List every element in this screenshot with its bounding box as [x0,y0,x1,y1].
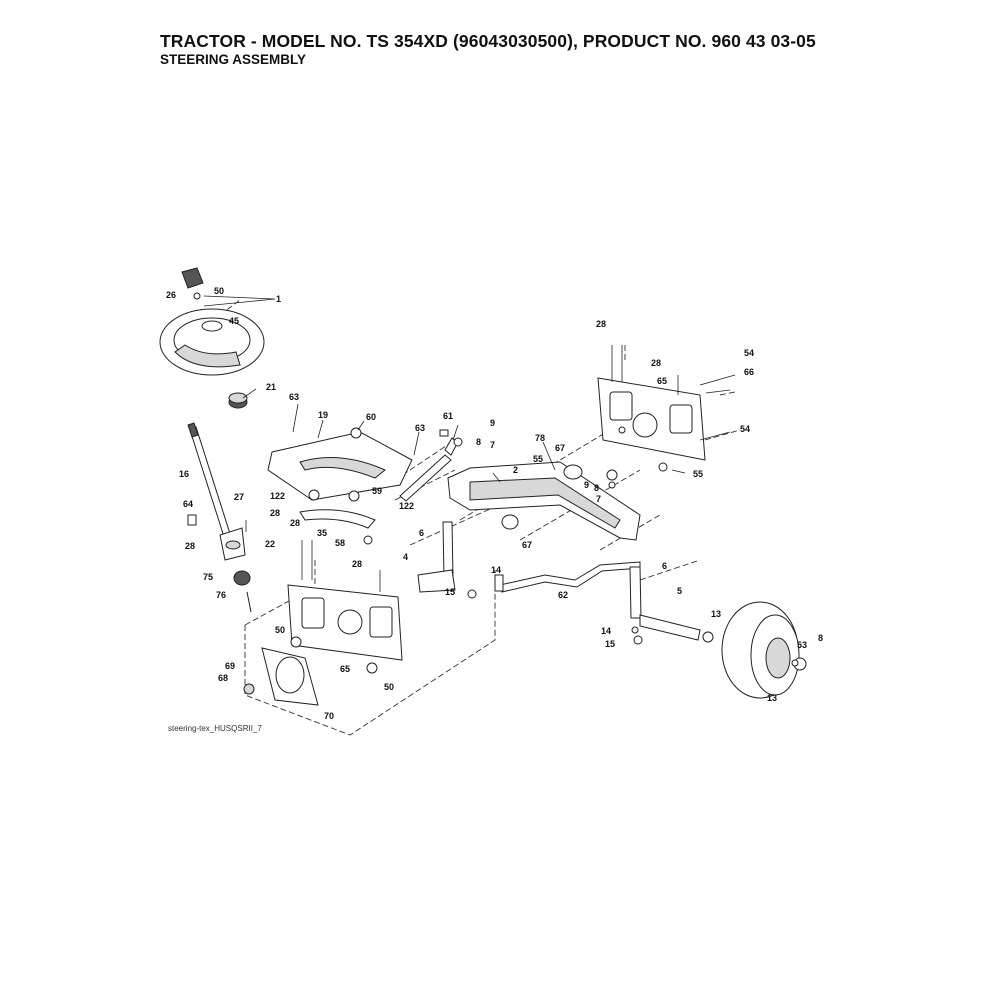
callout-122a: 122 [270,491,285,501]
callout-15b: 15 [605,639,615,649]
spindle-left [417,521,456,593]
steering-plate [267,431,413,529]
callout-14b: 14 [601,626,611,636]
callout-28d: 28 [352,559,362,569]
fasteners [187,345,799,674]
callout-28f: 28 [651,358,661,368]
callout-50b: 50 [275,625,285,635]
mounting-plate [243,647,319,706]
front-axle [447,461,641,541]
steering-wheel-cap [181,267,204,300]
callout-68: 68 [218,673,228,683]
callout-labels: 26 50 1 45 21 63 19 60 63 16 64 27 28 28… [166,286,823,721]
page-subtitle: STEERING ASSEMBLY [160,52,307,67]
callout-9: 9 [490,418,495,428]
callout-61: 61 [443,411,453,421]
callout-50c: 50 [384,682,394,692]
callout-69: 69 [225,661,235,671]
callout-65b: 65 [657,376,667,386]
callout-35: 35 [317,528,327,538]
callout-60: 60 [366,412,376,422]
callout-27: 27 [234,492,244,502]
callout-59: 59 [372,486,382,496]
callout-26: 26 [166,290,176,300]
callout-6a: 6 [419,528,424,538]
callout-54b: 54 [740,424,750,434]
callout-45: 45 [229,316,239,326]
callout-14a: 14 [491,565,501,575]
callout-62: 62 [558,590,568,600]
front-bracket-left [287,584,403,661]
shaft-bracket [219,527,246,561]
callout-65a: 65 [340,664,350,674]
callout-28c: 28 [290,518,300,528]
callout-53: 53 [797,640,807,650]
callout-63a: 63 [289,392,299,402]
callout-6b: 6 [662,561,667,571]
callout-75: 75 [203,572,213,582]
callout-19: 19 [318,410,328,420]
callout-4: 4 [403,552,408,562]
figure-id-label: steering-tex_HUSQSRII_7 [168,724,262,733]
callout-5: 5 [677,586,682,596]
callout-122b: 122 [399,501,414,511]
callout-13a: 13 [711,609,721,619]
callout-7b: 7 [596,494,601,504]
callout-70: 70 [324,711,334,721]
callout-55a: 55 [533,454,543,464]
callout-67a: 67 [555,443,565,453]
bushing [228,392,248,409]
callout-8c: 8 [818,633,823,643]
callout-58: 58 [335,538,345,548]
callout-22: 22 [265,539,275,549]
callout-28e: 28 [596,319,606,329]
callout-28b: 28 [185,541,195,551]
page-title: TRACTOR - MODEL NO. TS 354XD (9604303050… [160,31,816,51]
callout-21: 21 [266,382,276,392]
spindle-right [629,566,701,641]
callout-63b: 63 [415,423,425,433]
callout-28a: 28 [270,508,280,518]
callout-78: 78 [535,433,545,443]
tie-rod [499,561,641,593]
pinion-gear [233,570,252,613]
callout-15a: 15 [445,587,455,597]
callout-8b: 8 [594,483,599,493]
callout-66: 66 [744,367,754,377]
steering-wheel [159,308,265,376]
callout-55b: 55 [693,469,703,479]
callout-67b: 67 [522,540,532,550]
front-bracket-right [597,377,706,461]
front-tire [721,601,807,699]
callout-54a: 54 [744,348,754,358]
callout-50: 50 [214,286,224,296]
callout-1: 1 [276,294,281,304]
callout-7: 7 [490,440,495,450]
callout-76: 76 [216,590,226,600]
callout-13b: 13 [767,693,777,703]
callout-9b: 9 [584,480,589,490]
callout-16: 16 [179,469,189,479]
callout-2: 2 [513,465,518,475]
callout-64: 64 [183,499,193,509]
callout-8: 8 [476,437,481,447]
